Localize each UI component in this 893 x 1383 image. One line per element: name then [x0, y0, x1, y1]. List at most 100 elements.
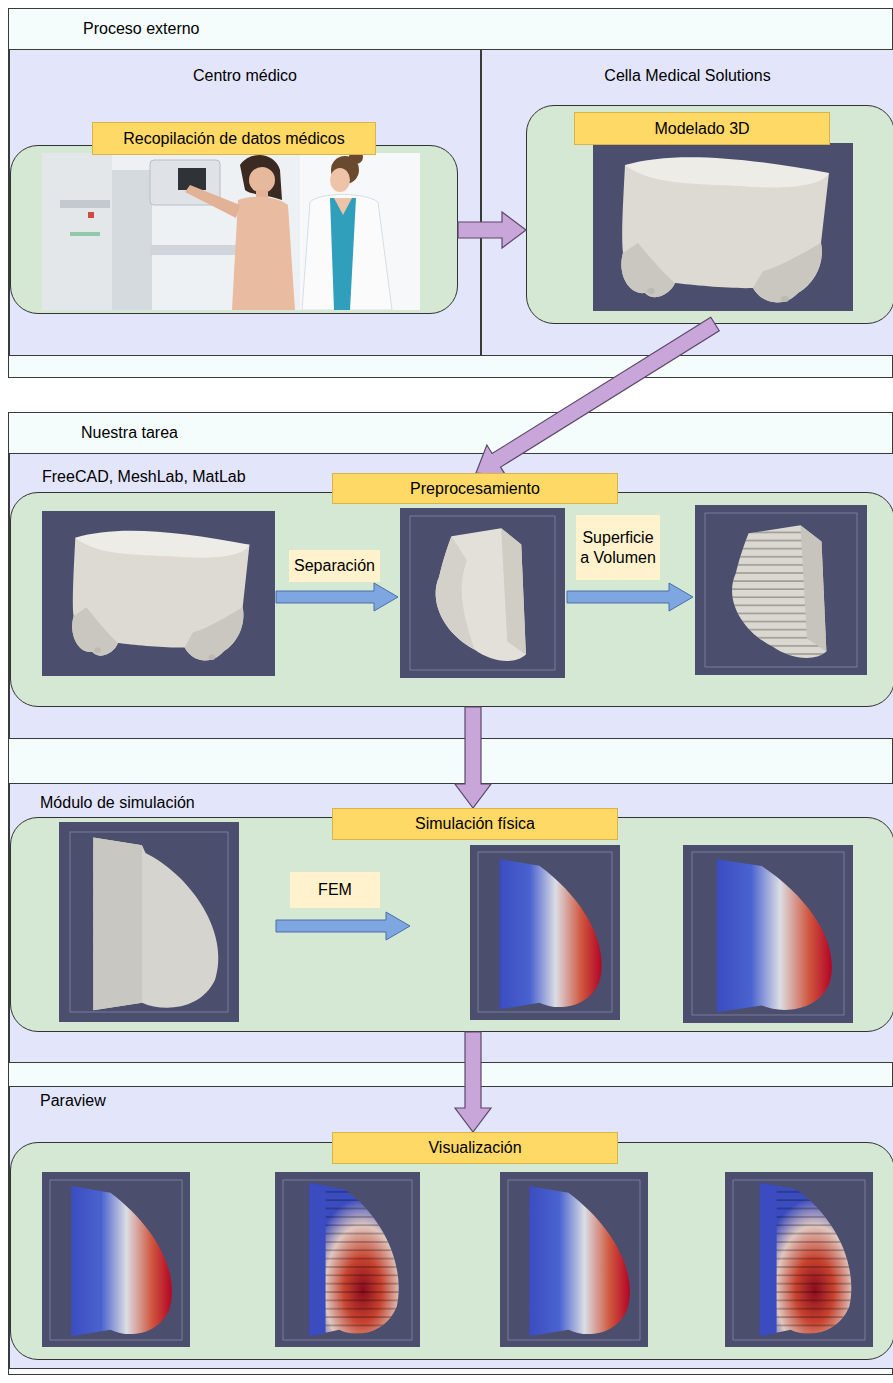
band-title: Proceso externo: [83, 19, 200, 38]
simulation-images-part: [470, 845, 620, 1020]
visualization-images-part: [309, 1183, 399, 1337]
step-label: Preprocesamiento: [332, 473, 618, 504]
mammography-photo-part: [330, 168, 350, 192]
mammography-photo-part: [60, 200, 110, 208]
step-label: Visualización: [332, 1132, 618, 1164]
mammography-photo-part: [88, 212, 94, 218]
preprocess-images-part: [705, 513, 857, 667]
band-title: Nuestra tarea: [81, 423, 178, 442]
simulation-images-part: [683, 845, 853, 1023]
band-title: Centro médico: [10, 66, 480, 85]
step-panel: [10, 817, 893, 1032]
preprocess-images-part: [400, 508, 565, 678]
preprocess-images-part: [72, 531, 249, 661]
preprocess-images: [42, 505, 867, 678]
visualization-images-part: [71, 1186, 172, 1336]
preprocess-images-part: [42, 511, 275, 676]
band-title: Cella Medical Solutions: [482, 66, 893, 85]
mammography-photo-part: [249, 167, 275, 193]
preprocess-images-part: [567, 583, 693, 611]
mammography-photo-part: [42, 153, 112, 310]
preprocess-images-part: [276, 583, 398, 611]
mammography-photo-part: [185, 185, 240, 218]
model-3d-image-part: [593, 143, 853, 311]
swimlane-band: Centro médicoRecopilación de datos médic…: [9, 49, 481, 356]
swimlane-band: ParaviewVisualización: [9, 1086, 893, 1369]
mammography-photo-part: [240, 155, 282, 200]
visualization-images-part: [725, 1172, 873, 1347]
mammography-photo-part: [232, 197, 295, 310]
step-group: Visualización: [10, 1132, 893, 1360]
simulation-images-part: [93, 838, 218, 1011]
mammography-photo-part: [334, 198, 352, 215]
band-title: FreeCAD, MeshLab, MatLab: [42, 467, 246, 486]
visualization-images-part: [733, 1180, 865, 1340]
step-note-text: Separación: [289, 550, 380, 582]
step-group: Recopilación de datos médicos: [10, 122, 458, 314]
simulation-images-part: [276, 912, 410, 940]
simulation-images: [59, 822, 853, 1023]
mammography-photo-part: [302, 195, 392, 311]
step-note: FEM: [290, 872, 380, 908]
step-label: Recopilación de datos médicos: [92, 122, 376, 155]
swimlane-band: Cella Medical SolutionsModelado 3D: [481, 49, 893, 356]
step-group: Modelado 3D: [526, 105, 893, 324]
step-note-text: FEM: [290, 872, 380, 908]
step-label: Modelado 3D: [574, 112, 830, 145]
mammography-photo-part: [300, 153, 420, 310]
swimlane-band: Módulo de simulaciónSimulación físicaFEM: [9, 783, 893, 1063]
step-group: PreprocesamientoSeparación Superficie a V…: [10, 473, 893, 707]
visualization-images-part: [275, 1172, 420, 1347]
visualization-images-part: [50, 1180, 182, 1340]
flow-arrow: [455, 1032, 491, 1132]
simulation-images-part: [70, 832, 228, 1012]
simulation-images-part: [500, 859, 602, 1009]
simulation-images-part: [478, 852, 612, 1012]
model-3d-image: [593, 143, 853, 311]
mammography-photo-part: [349, 153, 363, 164]
flow-arrow: [455, 707, 491, 808]
preprocess-images-part: [695, 505, 867, 675]
step-group: Simulación físicaFEM: [10, 808, 893, 1032]
visualization-images-part: [42, 1172, 190, 1347]
mammography-photo-part: [150, 245, 240, 255]
mammography-photo-part: [70, 232, 100, 236]
mammography-photo-part: [42, 153, 420, 310]
visualization-images-part: [283, 1180, 412, 1340]
step-panel: [10, 145, 458, 314]
preprocess-images-part: [732, 525, 826, 658]
preprocess-images-part: [436, 528, 526, 661]
simulation-images-part: [717, 859, 832, 1012]
step-panel: [10, 1142, 893, 1360]
simulation-images-part: [692, 852, 844, 1015]
band-title: Paraview: [40, 1091, 106, 1110]
swimlane-band: FreeCAD, MeshLab, MatLabPreprocesamiento…: [9, 453, 893, 739]
mammography-photo: [42, 153, 420, 310]
flow-arrow: [476, 317, 719, 475]
step-note-text: Superficie a Volumen: [576, 515, 660, 580]
visualization-images-part: [760, 1183, 852, 1337]
visualization-images-part: [500, 1172, 648, 1347]
visualization-images-part: [529, 1186, 630, 1336]
swimlane-band: Proceso externoCentro médicoRecopilación…: [8, 8, 893, 378]
mammography-photo-part: [178, 168, 206, 190]
flow-arrow: [458, 212, 526, 248]
step-panel: [10, 492, 893, 707]
step-label: Simulación física: [332, 808, 618, 840]
preprocess-images-part: [410, 516, 555, 670]
mammography-photo-part: [150, 160, 220, 205]
band-title: Módulo de simulación: [40, 793, 195, 812]
mammography-photo-part: [331, 156, 359, 184]
model-3d-image-part: [621, 157, 829, 302]
mammography-photo-part: [112, 170, 152, 310]
visualization-images: [42, 1172, 873, 1347]
step-note: Superficie a Volumen: [576, 515, 660, 580]
swimlane-band: Nuestra tareaFreeCAD, MeshLab, MatLabPre…: [8, 412, 893, 1375]
simulation-images-part: [59, 822, 239, 1022]
mammography-photo-part: [330, 198, 356, 310]
visualization-images-part: [508, 1180, 640, 1340]
step-note: Separación: [289, 550, 380, 582]
